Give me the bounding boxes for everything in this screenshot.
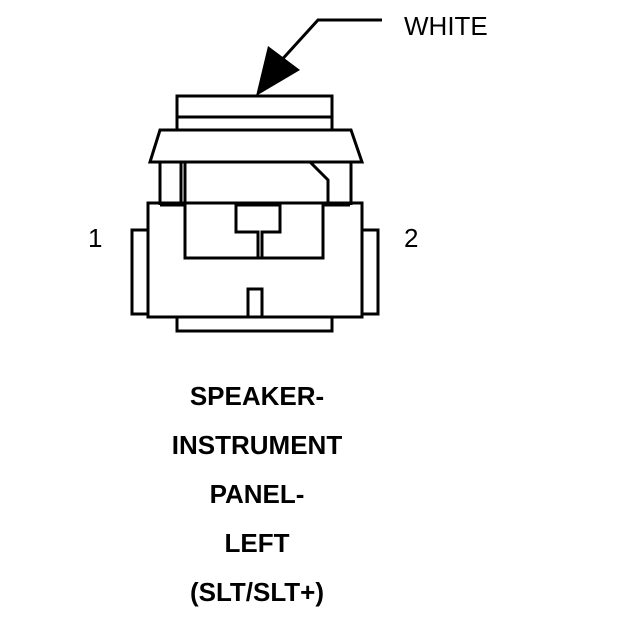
connector-name-line: LEFT bbox=[224, 528, 290, 558]
polarizing-slot bbox=[246, 287, 264, 319]
connector-name-line: (SLT/SLT+) bbox=[189, 577, 325, 607]
connector-top-cap bbox=[175, 94, 334, 132]
connector-diagram bbox=[130, 18, 382, 333]
latch-left bbox=[147, 128, 185, 205]
center-key bbox=[234, 203, 282, 258]
pin-1-label: 1 bbox=[88, 223, 103, 253]
connector-color-label: WHITE bbox=[404, 11, 488, 41]
connector-name-line: INSTRUMENT bbox=[171, 430, 343, 460]
side-rib-right bbox=[360, 228, 380, 316]
pin-2-label: 2 bbox=[404, 223, 419, 253]
connector-name-line: PANEL- bbox=[209, 479, 305, 509]
connector-body bbox=[130, 94, 380, 333]
color-leader-arrow bbox=[256, 46, 300, 96]
connector-bottom-skirt bbox=[175, 317, 334, 333]
connector-name: SPEAKER- INSTRUMENT PANEL- LEFT (SLT/SLT… bbox=[0, 372, 514, 617]
side-rib-left bbox=[130, 228, 150, 316]
color-leader-line bbox=[276, 18, 382, 66]
terminal-cavity bbox=[183, 203, 350, 260]
connector-name-line: SPEAKER- bbox=[189, 381, 325, 411]
connector-housing bbox=[146, 201, 364, 319]
latch-right bbox=[326, 128, 365, 205]
